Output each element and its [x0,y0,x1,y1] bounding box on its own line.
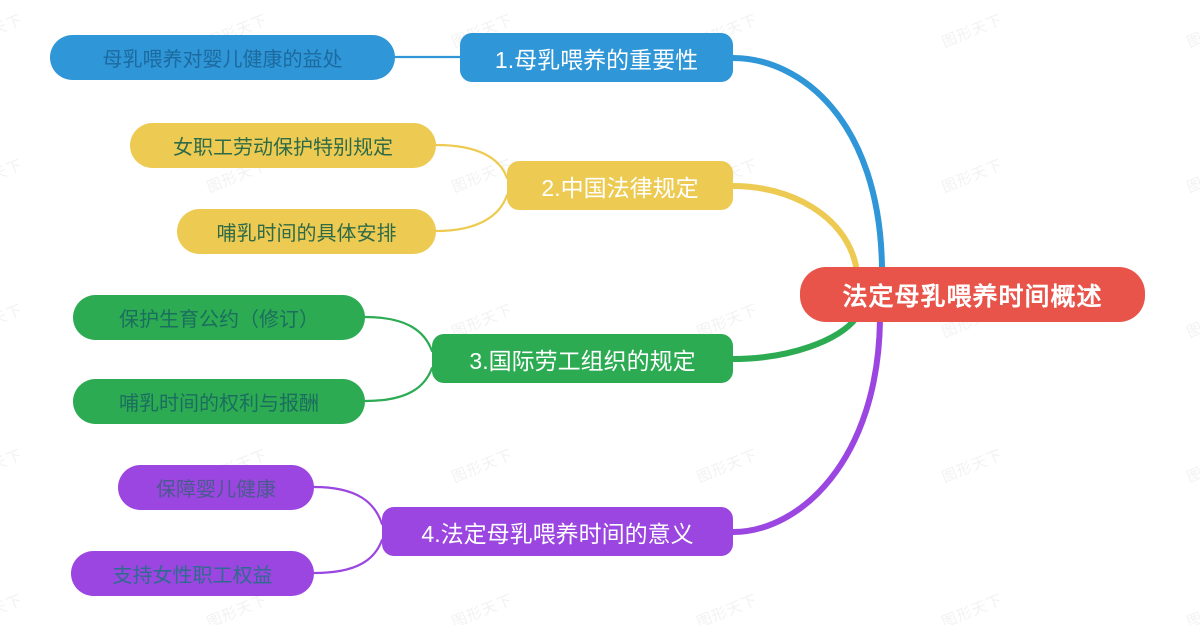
edge-root-branch-4 [730,317,883,535]
leaf-node-2-2[interactable]: 哺乳时间的具体安排 [177,209,436,254]
branch-node-1-label: 1.母乳喂养的重要性 [494,46,699,73]
leaf-node-4-1[interactable]: 保障婴儿健康 [118,465,314,510]
branch-node-2-label: 2.中国法律规定 [541,174,699,201]
edge-branch-2-leaf-1 [434,143,509,180]
leaf-node-2-1[interactable]: 女职工劳动保护特别规定 [130,123,436,168]
edge-root-branch-3 [730,315,859,362]
edge-branch-4-leaf-1 [312,485,384,526]
leaf-node-4-2-label: 支持女性职工权益 [112,565,273,587]
branch-node-4-label: 4.法定母乳喂养时间的意义 [421,520,694,547]
leaf-node-3-2[interactable]: 哺乳时间的权利与报酬 [73,379,365,424]
branch-node-3[interactable]: 3.国际劳工组织的规定 [432,334,733,383]
branch-node-4[interactable]: 4.法定母乳喂养时间的意义 [382,507,733,556]
edge-root-branch-1 [730,55,885,271]
leaf-node-1-1-label: 母乳喂养对婴儿健康的益处 [102,49,343,71]
root-node-label: 法定母乳喂养时间概述 [842,282,1103,311]
leaf-node-3-1[interactable]: 保护生育公约（修订） [73,295,365,340]
branch-node-1[interactable]: 1.母乳喂养的重要性 [460,33,733,82]
leaf-node-1-1[interactable]: 母乳喂养对婴儿健康的益处 [50,35,395,80]
edge-branch-3-leaf-2 [363,366,434,403]
root-node[interactable]: 法定母乳喂养时间概述 [800,267,1145,322]
leaf-node-2-1-label: 女职工劳动保护特别规定 [173,137,393,159]
leaf-node-2-2-label: 哺乳时间的具体安排 [216,223,397,245]
edge-branch-3-leaf-1 [363,315,434,353]
edge-branch-2-leaf-2 [434,193,509,233]
branch-node-2[interactable]: 2.中国法律规定 [507,161,733,210]
branch-node-3-label: 3.国际劳工组织的规定 [469,347,696,374]
leaf-node-4-1-label: 保障婴儿健康 [156,479,276,501]
leaf-node-3-2-label: 哺乳时间的权利与报酬 [119,393,319,415]
edge-branch-4-leaf-2 [312,538,384,575]
leaf-node-4-2[interactable]: 支持女性职工权益 [71,551,314,596]
leaf-node-3-1-label: 保护生育公约（修订） [119,309,319,331]
edge-root-branch-2 [730,183,859,269]
